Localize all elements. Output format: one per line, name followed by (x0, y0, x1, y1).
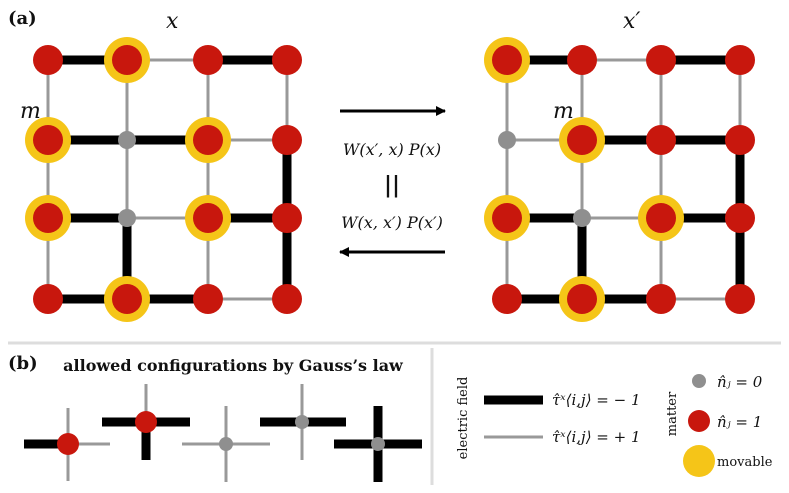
right-m-label: m (553, 99, 574, 124)
occupied-site (272, 284, 302, 314)
legend-empty-site (692, 374, 706, 388)
empty-site (118, 209, 136, 227)
electric-field-title: electric field (456, 377, 471, 460)
gauss-config-5 (334, 406, 422, 482)
empty-site (219, 437, 233, 451)
occupied-site (33, 284, 63, 314)
occupied-site (33, 125, 63, 155)
occupied-site (492, 284, 522, 314)
occupied-site (272, 45, 302, 75)
movable-label: movable (717, 455, 773, 470)
occupied-site (112, 284, 142, 314)
equality-sign: || (384, 172, 400, 198)
right-config-label: x′ (623, 9, 640, 34)
panel-a-label: (a) (8, 8, 37, 29)
occupied-site (135, 411, 157, 433)
occupied-site (567, 125, 597, 155)
empty-site (118, 131, 136, 149)
occupied-site (33, 203, 63, 233)
occupied-site (646, 125, 676, 155)
occupied-site (33, 45, 63, 75)
occupied-site (646, 45, 676, 75)
thick-line-label: τ̂ˣ⟨i,j⟩ = − 1 (552, 391, 641, 409)
filled-site-label: n̂ⱼ = 1 (717, 413, 762, 431)
forward-rate-label: W(x′, x) P(x) (343, 140, 441, 159)
empty-site-label: n̂ⱼ = 0 (717, 373, 763, 391)
occupied-site (193, 45, 223, 75)
occupied-site (725, 284, 755, 314)
occupied-site (112, 45, 142, 75)
gauss-config-2 (102, 384, 190, 460)
empty-site (573, 209, 591, 227)
backward-rate-label: W(x, x′) P(x′) (341, 213, 443, 232)
gauss-config-3 (182, 406, 270, 482)
occupied-site (272, 203, 302, 233)
gauss-config-4 (260, 384, 346, 460)
occupied-site (567, 284, 597, 314)
empty-site (295, 415, 309, 429)
occupied-site (646, 203, 676, 233)
occupied-site (193, 203, 223, 233)
occupied-site (567, 45, 597, 75)
transition-arrows: W(x′, x) P(x) || W(x, x′) P(x′) (339, 106, 446, 257)
legend-movable-halo (683, 445, 715, 477)
occupied-site (646, 284, 676, 314)
legend-occupied-site (688, 410, 710, 432)
empty-site (498, 131, 516, 149)
gauss-config-1 (24, 408, 110, 481)
panel-b-label: (b) (8, 353, 38, 374)
occupied-site (193, 284, 223, 314)
left-m-label: m (20, 99, 41, 124)
empty-site (371, 437, 385, 451)
left-config-label: x (166, 9, 179, 34)
occupied-site (492, 45, 522, 75)
thin-line-label: τ̂ˣ⟨i,j⟩ = + 1 (552, 428, 641, 446)
occupied-site (193, 125, 223, 155)
occupied-site (725, 45, 755, 75)
occupied-site (57, 433, 79, 455)
matter-title: matter (665, 391, 680, 436)
occupied-site (725, 203, 755, 233)
left-lattice: x m (20, 9, 302, 322)
occupied-site (492, 203, 522, 233)
panel-b-title: allowed configurations by Gauss’s law (63, 356, 404, 375)
occupied-site (272, 125, 302, 155)
occupied-site (725, 125, 755, 155)
right-lattice: x′ m (484, 9, 755, 322)
legend: electric field τ̂ˣ⟨i,j⟩ = − 1 τ̂ˣ⟨i,j⟩ =… (456, 373, 773, 477)
